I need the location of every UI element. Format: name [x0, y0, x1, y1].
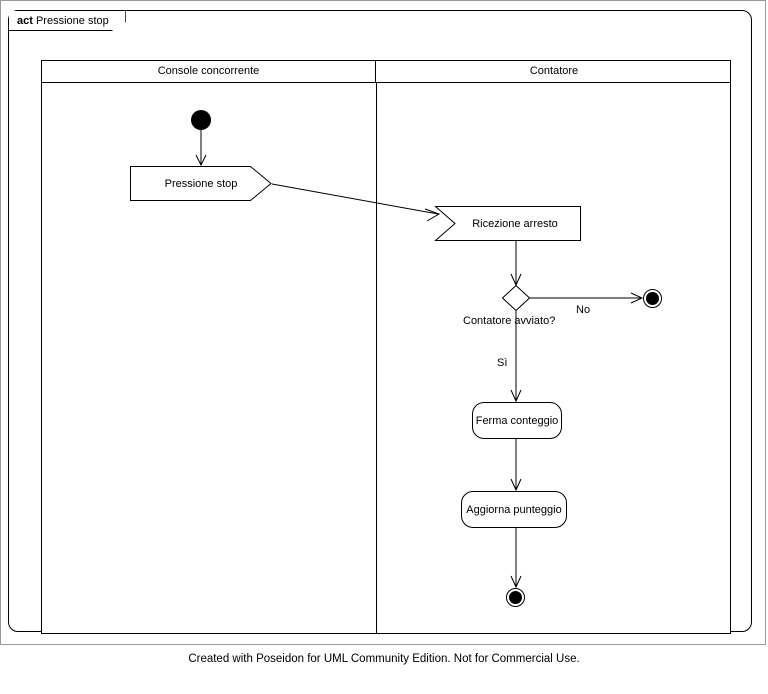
final-node-end-inner-dot	[509, 591, 522, 604]
swimlane-header-console-concorrente: Console concorrente	[42, 61, 376, 82]
activity-frame-tab: act Pressione stop	[9, 11, 126, 31]
swimlane-container: Console concorrente Contatore	[41, 60, 731, 634]
accept-event-shape	[434, 206, 581, 241]
frame-keyword: act	[17, 15, 33, 27]
activity-final-node-no[interactable]	[643, 289, 662, 308]
send-signal-pressione-stop[interactable]: Pressione stop	[130, 166, 272, 201]
footer-credit: Created with Poseidon for UML Community …	[188, 653, 580, 665]
swimlane-header-contatore: Contatore	[529, 65, 579, 77]
swimlane-divider	[376, 83, 377, 634]
swimlane-headers: Console concorrente Contatore	[42, 61, 730, 83]
decision-node-label: Contatore avviato?	[463, 315, 556, 327]
send-signal-shape	[130, 166, 272, 201]
send-signal-label: Pressione stop	[164, 177, 238, 190]
edge-label-no: No	[576, 304, 591, 316]
accept-event-label: Ricezione arresto	[472, 217, 558, 230]
initial-node[interactable]	[191, 110, 211, 130]
action-ferma-conteggio[interactable]: Ferma conteggio	[472, 402, 562, 439]
frame-title: Pressione stop	[35, 15, 109, 27]
accept-event-ricezione-arresto[interactable]: Ricezione arresto	[434, 206, 581, 241]
action-ferma-conteggio-label: Ferma conteggio	[475, 414, 559, 427]
decision-diamond-shape	[501, 284, 531, 312]
edge-label-si: Sì	[497, 357, 508, 369]
decision-node-contatore-avviato[interactable]	[501, 284, 531, 312]
activity-final-node-end[interactable]	[506, 588, 525, 607]
action-aggiorna-punteggio[interactable]: Aggiorna punteggio	[461, 491, 567, 528]
action-aggiorna-punteggio-label: Aggiorna punteggio	[466, 503, 562, 516]
final-node-inner-dot	[646, 292, 659, 305]
